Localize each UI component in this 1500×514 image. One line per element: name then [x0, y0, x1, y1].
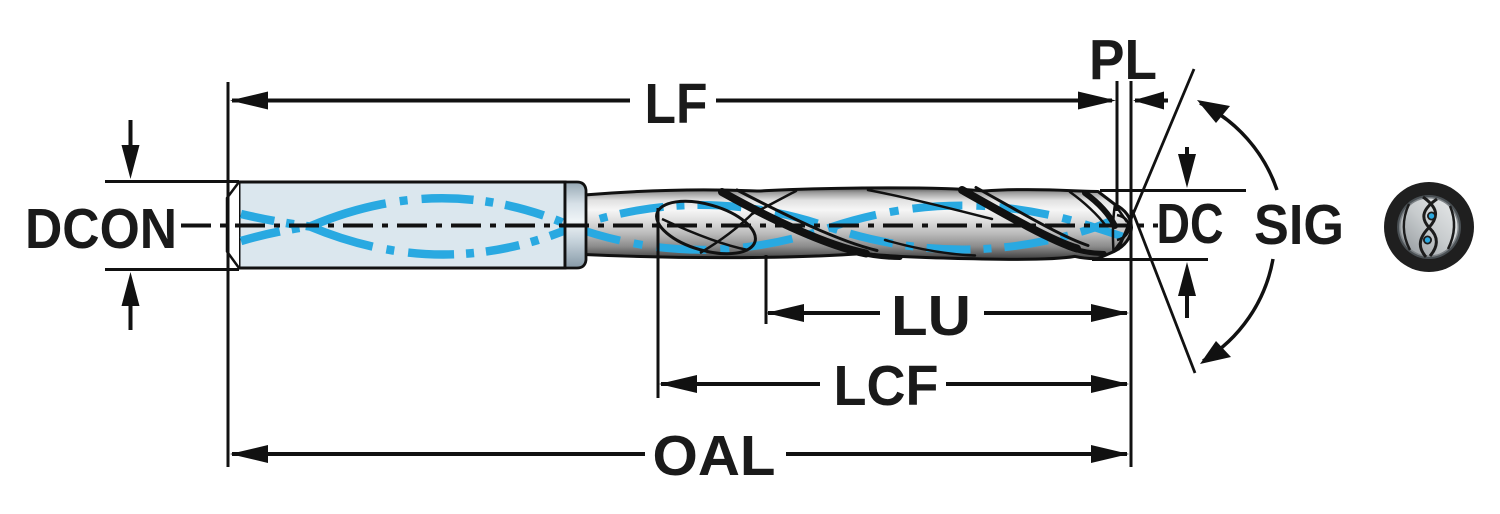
svg-text:LF: LF: [645, 72, 708, 136]
svg-text:LCF: LCF: [834, 354, 939, 418]
svg-text:SIG: SIG: [1254, 193, 1344, 257]
svg-text:DC: DC: [1157, 192, 1224, 256]
svg-text:LU: LU: [891, 284, 971, 348]
svg-text:PL: PL: [1089, 28, 1157, 92]
svg-text:DCON: DCON: [25, 197, 177, 261]
svg-text:OAL: OAL: [653, 424, 776, 488]
